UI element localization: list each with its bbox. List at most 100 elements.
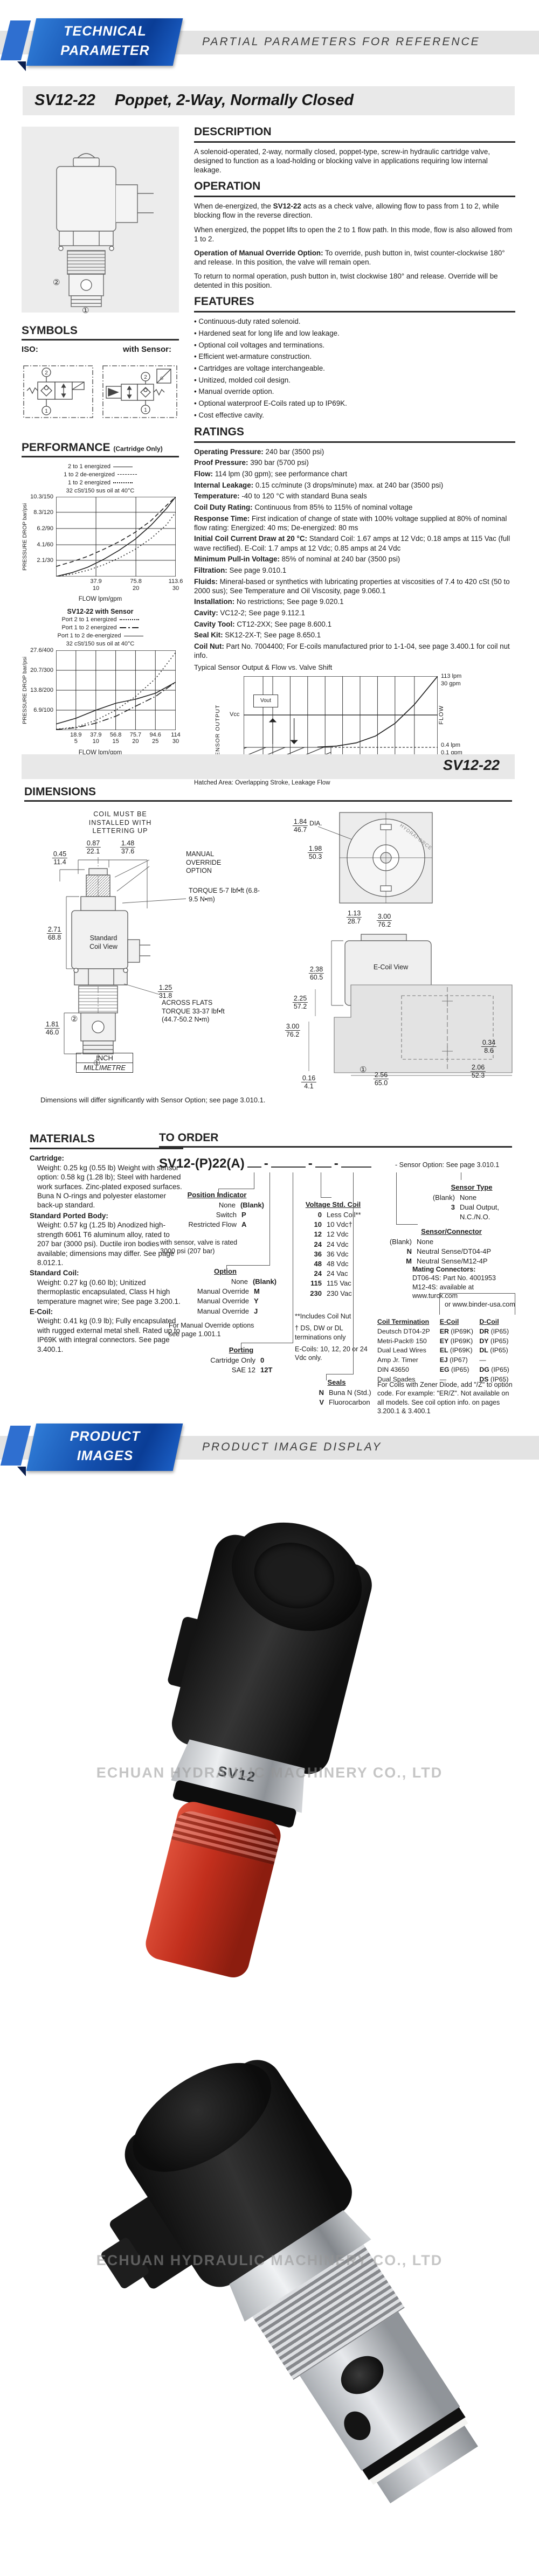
chart-ylabel: PRESSURE DROP bar/psi bbox=[22, 656, 28, 724]
chart-ytick: 4.1/60 bbox=[37, 541, 53, 548]
rating-label: Installation: bbox=[194, 598, 235, 606]
feature-item: Optional coil voltages and terminations. bbox=[194, 341, 515, 350]
order-option-label: 0 bbox=[317, 1211, 322, 1219]
rating-item: Cavity Tool: CT12-2XX; See page 8.600.1 bbox=[194, 620, 515, 629]
order-option-code: Dual Output, N.C./N.O. bbox=[460, 1203, 499, 1221]
order-option-label: Manual Override bbox=[197, 1307, 249, 1315]
rating-item: Installation: No restrictions; See page … bbox=[194, 597, 515, 606]
rating-label: Internal Leakage: bbox=[194, 481, 254, 489]
order-option-code: J bbox=[254, 1307, 258, 1315]
feature-item: Efficient wet-armature construction. bbox=[194, 352, 515, 361]
order-option-label: None bbox=[231, 1277, 248, 1286]
rating-item: Fluids: Mineral-based or synthetics with… bbox=[194, 577, 515, 595]
vcc-label: Vcc bbox=[230, 711, 240, 718]
rating-label: Operating Pressure: bbox=[194, 447, 264, 456]
coil-termination-cell: DS (IP65) bbox=[479, 1375, 509, 1383]
valve-photo-red-cap: SV12 bbox=[81, 1502, 413, 2006]
ratings-heading: RATINGS bbox=[194, 425, 515, 443]
coil-termination-cell: DR (IP65) bbox=[479, 1327, 509, 1335]
feature-item: Optional waterproof E-Coils rated up to … bbox=[194, 399, 515, 408]
feature-item: Hardened seat for long life and low leak… bbox=[194, 329, 515, 338]
coil-termination-header: Coil Termination bbox=[377, 1318, 430, 1325]
coil-termination-cell: Amp Jr. Timer bbox=[377, 1356, 418, 1364]
rating-label: Temperature: bbox=[194, 492, 240, 501]
material-text: Weight: 0.27 kg (0.60 lb); Unitized ther… bbox=[37, 1278, 181, 1306]
svg-text:2: 2 bbox=[45, 370, 48, 376]
coil-termination-cell: ER (IP69K) bbox=[439, 1327, 473, 1335]
material-text: Weight: 0.25 kg (0.55 lb) Weight with se… bbox=[37, 1163, 182, 1210]
order-option-code: Y bbox=[254, 1297, 259, 1306]
with-sensor-symbol-schematic: G 2 1 bbox=[102, 365, 177, 418]
feature-item: Cost effective cavity. bbox=[194, 411, 515, 420]
order-tree-line bbox=[396, 1172, 397, 1224]
rating-label: Filtration: bbox=[194, 566, 227, 574]
iso-symbol-schematic: 2 1 bbox=[23, 365, 93, 418]
rating-value: Standard Coil: 1.67 amps at 12 Vdc; 0.18… bbox=[194, 534, 510, 552]
rating-item: Response Time: First indication of chang… bbox=[194, 514, 515, 532]
rating-value: Part No. 7004400; For E-coils manufactur… bbox=[194, 642, 510, 660]
coil-termination-row: Dual Spades—DS (IP65) bbox=[377, 1375, 515, 1385]
rating-item: Minimum Pull-in Voltage: 85% of nominal … bbox=[194, 554, 515, 564]
rating-label: Initial Coil Current Draw at 20 °C: bbox=[194, 534, 307, 543]
legend-entry: 32 cSt/150 sus oil at 40°C bbox=[22, 487, 179, 495]
sensor-graph-title: Typical Sensor Output & Flow vs. Valve S… bbox=[194, 663, 333, 672]
order-option-code: 10 Vdc† bbox=[327, 1220, 353, 1229]
rating-label: Cavity: bbox=[194, 608, 218, 617]
rating-item: Operating Pressure: 240 bar (3500 psi) bbox=[194, 447, 515, 456]
dimensions-heading: DIMENSIONS bbox=[24, 786, 512, 802]
hatched-area-caption: Hatched Area: Overlapping Stroke, Leakag… bbox=[194, 780, 330, 787]
voltage-note: **Includes Coil Nut bbox=[295, 1313, 351, 1320]
manual-override-callout: MANUAL OVERRIDE OPTION bbox=[186, 850, 222, 875]
order-option-code: A bbox=[241, 1220, 247, 1229]
order-option-row: (Blank)None bbox=[388, 1237, 515, 1247]
chart-canvas bbox=[56, 497, 176, 577]
coil-termination-header: E-Coil bbox=[439, 1318, 459, 1325]
banner2-fold-shape bbox=[17, 1467, 26, 1476]
order-option-label: Restricted Flow bbox=[188, 1220, 237, 1229]
order-group-title: Option bbox=[214, 1267, 237, 1275]
rating-label: Response Time: bbox=[194, 514, 250, 523]
title-bar: SV12-22 Poppet, 2-Way, Normally Closed bbox=[23, 86, 515, 115]
with-sensor-label: with Sensor: bbox=[122, 345, 171, 354]
valve-line-drawing: ② ① bbox=[22, 127, 179, 315]
model-tab-text: SV12-22 bbox=[443, 757, 500, 773]
order-option-row: None(Blank) bbox=[174, 1277, 277, 1287]
legend-entry: 32 cSt/150 sus oil at 40°C bbox=[22, 640, 179, 648]
coil-termination-cell: — bbox=[439, 1375, 447, 1383]
materials-section: MATERIALS Cartridge: Weight: 0.25 kg (0.… bbox=[30, 1131, 183, 1355]
rating-item: Temperature: -40 to 120 °C with standard… bbox=[194, 491, 515, 501]
feature-item: Unitized, molded coil design. bbox=[194, 376, 515, 385]
right-column: DESCRIPTION A solenoid-operated, 2-way, … bbox=[194, 125, 515, 788]
order-tree-line bbox=[321, 1197, 331, 1198]
to-order-section: TO ORDER SV12-(P)22(A)--- - Sensor Optio… bbox=[159, 1131, 516, 1415]
svg-text:1: 1 bbox=[144, 407, 147, 413]
order-option-label: V bbox=[319, 1398, 324, 1407]
standard-coil-view-label: Standard Coil View bbox=[89, 934, 118, 950]
rating-item: Proof Pressure: 390 bar (5700 psi) bbox=[194, 458, 515, 467]
dimensions-section: DIMENSIONS bbox=[24, 786, 516, 1104]
material-label: Cartridge: bbox=[30, 1154, 64, 1163]
performance-heading: PERFORMANCE (Cartridge Only) bbox=[22, 441, 179, 457]
rating-item: Internal Leakage: 0.15 cc/minute (3 drop… bbox=[194, 481, 515, 490]
